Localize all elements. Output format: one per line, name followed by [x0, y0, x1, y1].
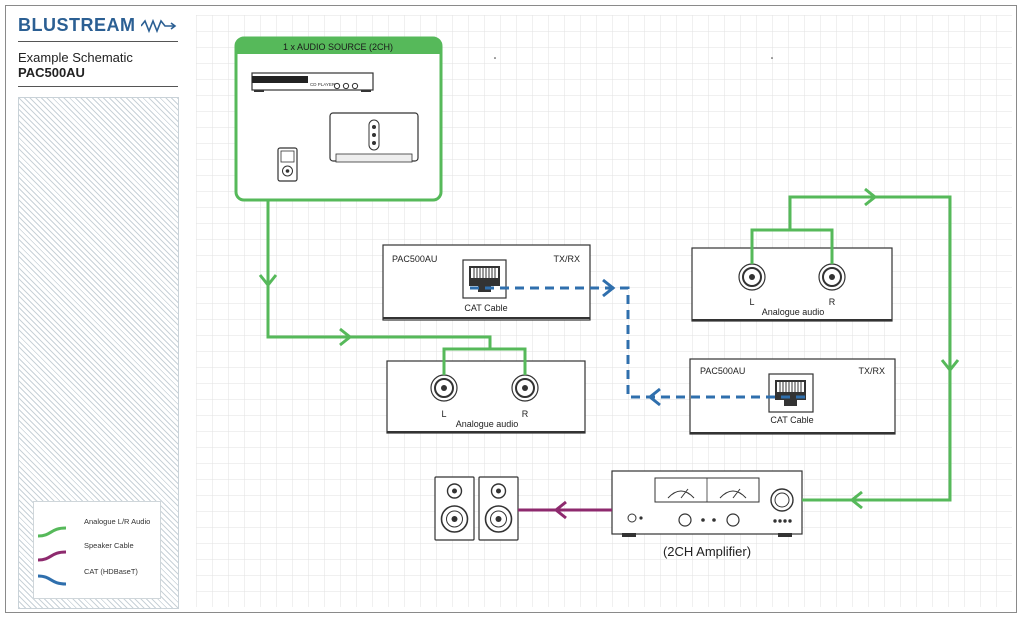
amplifier-label: (2CH Amplifier): [663, 544, 751, 559]
rx-cat-label: CAT Cable: [770, 415, 813, 425]
header-rule-bottom: [18, 86, 178, 87]
legend-label-speaker: Speaker Cable: [84, 541, 134, 550]
audio-left-r-label: R: [522, 409, 529, 419]
rca-left-jack-icon: [430, 374, 458, 402]
pac500au-rx-box: PAC500AU TX/RX CAT Cable: [689, 358, 896, 435]
schematic-diagram: 1 x AUDIO SOURCE (2CH) CD PLAYER: [196, 15, 1012, 607]
legend-label-analogue: Analogue L/R Audio: [84, 517, 150, 526]
cat-cable: [470, 286, 808, 399]
tx-device-mode: TX/RX: [553, 254, 580, 264]
stray-dot: [771, 57, 773, 59]
audio-right-l-label: L: [749, 297, 754, 307]
rca-right-jack-icon: [818, 263, 846, 291]
legend-line-cat: [37, 574, 67, 586]
rca-right-jack-icon: [511, 374, 539, 402]
brand-wave-icon: [140, 19, 177, 34]
audio-right-r-label: R: [829, 297, 836, 307]
speaker-cable: [518, 500, 612, 520]
rx-device-name: PAC500AU: [700, 366, 745, 376]
tx-rj45-port-icon: [462, 259, 507, 299]
rca-left-jack-icon: [738, 263, 766, 291]
speaker-left-icon: [434, 476, 475, 541]
page-frame: [5, 5, 1017, 613]
analogue-cable-amplifier: [750, 187, 960, 510]
sidebar: BLUSTREAM Example Schematic PAC500AU Ana…: [18, 15, 180, 610]
brand-text: BLUSTREAM: [18, 15, 136, 35]
audio-right-label: Analogue audio: [762, 307, 825, 317]
tx-cat-label: CAT Cable: [464, 303, 507, 313]
speaker-right-icon: [478, 476, 519, 541]
pac500au-tx-box: PAC500AU TX/RX CAT Cable: [382, 244, 591, 321]
amplifier-icon: [611, 470, 803, 537]
header-rule-top: [18, 41, 178, 42]
audio-box-left: L R Analogue audio: [386, 360, 586, 434]
legend: Analogue L/R Audio Speaker Cable CAT (HD…: [33, 501, 161, 599]
audio-left-label: Analogue audio: [456, 419, 519, 429]
page-title: Example Schematic: [18, 50, 133, 65]
analogue-cable-source: [258, 200, 527, 375]
brand-logo: BLUSTREAM: [18, 15, 177, 36]
cat-cable-arrows: [602, 278, 661, 407]
audio-source-box: 1 x AUDIO SOURCE (2CH) CD PLAYER: [234, 36, 443, 202]
legend-line-analogue: [37, 526, 67, 538]
model-name: PAC500AU: [18, 65, 85, 80]
audio-box-right: L R Analogue audio: [691, 247, 893, 322]
legend-graphic: Analogue L/R Audio Speaker Cable CAT (HD…: [37, 517, 150, 586]
legend-label-cat: CAT (HDBaseT): [84, 567, 138, 576]
rx-device-mode: TX/RX: [858, 366, 885, 376]
stray-dot: [494, 57, 496, 59]
audio-source-title: 1 x AUDIO SOURCE (2CH): [283, 42, 393, 52]
rx-rj45-port-icon: [768, 373, 814, 413]
cd-player-label: CD PLAYER: [310, 82, 336, 87]
legend-line-speaker: [37, 550, 67, 562]
audio-left-l-label: L: [441, 409, 446, 419]
cd-player-icon: CD PLAYER: [251, 72, 374, 92]
tx-device-name: PAC500AU: [392, 254, 437, 264]
streamer-icon: [329, 112, 419, 163]
media-player-icon: [277, 147, 298, 182]
